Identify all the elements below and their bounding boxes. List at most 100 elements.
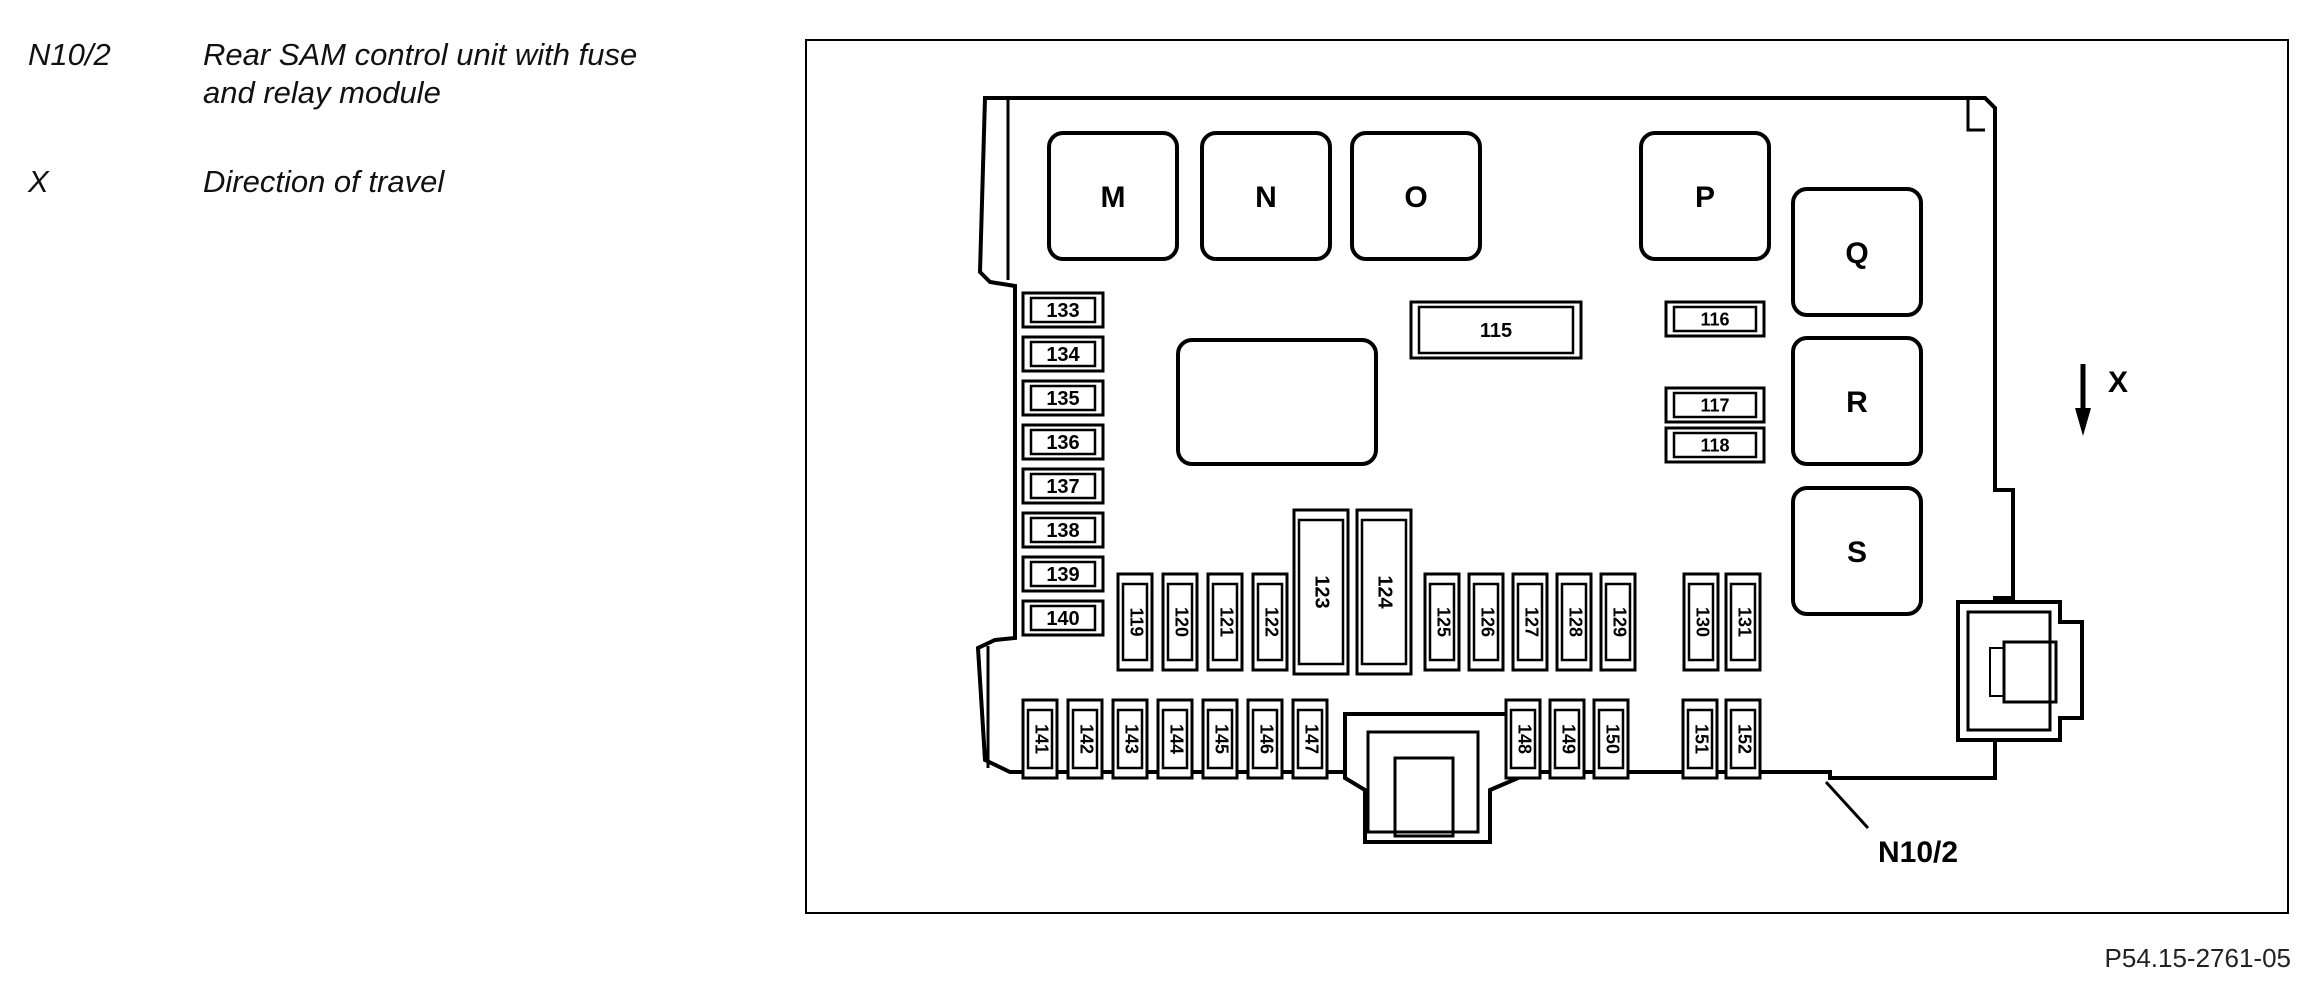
fuse-label: 126 (1477, 607, 1497, 637)
fuse-138: 138 (1021, 511, 1105, 549)
fuse-151: 151 (1681, 698, 1719, 780)
relay-q: Q (1791, 187, 1923, 317)
empty-relay-socket (1176, 338, 1378, 466)
relay-label: S (1847, 536, 1867, 569)
fuse-130: 130 (1682, 572, 1720, 672)
relay-label: M (1101, 181, 1126, 214)
housing-detail-lines (986, 98, 1985, 768)
fuse-label: 125 (1433, 607, 1453, 637)
legend-description-x: Direction of travel (203, 164, 445, 199)
fuse-label: 123 (1311, 575, 1333, 608)
fuse-label: 119 (1126, 607, 1146, 636)
fuse-label: 124 (1374, 575, 1396, 609)
fuse-label: 151 (1691, 724, 1711, 754)
fuse-label: 150 (1602, 724, 1622, 754)
relay-r: R (1791, 336, 1923, 466)
fuse-label: 145 (1211, 724, 1231, 754)
relay-m: M (1047, 131, 1179, 261)
fuse-149: 149 (1548, 698, 1586, 780)
fuse-124: 124 (1355, 508, 1413, 676)
fuse-120: 120 (1161, 572, 1199, 672)
relay-label: Q (1845, 237, 1868, 270)
fuse-152: 152 (1724, 698, 1762, 780)
relay-o: O (1350, 131, 1482, 261)
fuse-label: 143 (1121, 724, 1141, 754)
fuse-label: 133 (1046, 300, 1079, 322)
fuse-135: 135 (1021, 379, 1105, 417)
fuse-118: 118 (1664, 426, 1766, 464)
relay-n: N (1200, 131, 1332, 261)
relay-label: P (1695, 181, 1715, 214)
fuse-label: 118 (1700, 435, 1729, 455)
fuse-label: 128 (1565, 607, 1585, 637)
fuse-148: 148 (1504, 698, 1542, 780)
legend-description-n10-2: Rear SAM control unit with fuse and rela… (203, 37, 638, 110)
fuse-label: 149 (1558, 724, 1578, 754)
callout-label: N10/2 (1878, 836, 1958, 869)
fuse-142: 142 (1066, 698, 1104, 780)
fuse-131: 131 (1724, 572, 1762, 672)
relay-label: N (1255, 181, 1277, 214)
fuse-121: 121 (1206, 572, 1244, 672)
fuse-label: 146 (1256, 724, 1276, 754)
fuse-115: 115 (1409, 300, 1583, 360)
callout-leader-line (1824, 780, 1870, 830)
fuse-label: 138 (1046, 520, 1079, 542)
fuse-label: 139 (1046, 564, 1079, 586)
fuse-label: 142 (1076, 724, 1096, 754)
fuse-125: 125 (1423, 572, 1461, 672)
fuse-134: 134 (1021, 335, 1105, 373)
fuse-label: 131 (1734, 607, 1754, 637)
fuse-label: 122 (1261, 607, 1281, 637)
fuse-label: 135 (1046, 388, 1079, 410)
fuse-150: 150 (1592, 698, 1630, 780)
fuse-label: 121 (1216, 607, 1236, 637)
module-housing (975, 96, 2015, 780)
relay-p: P (1639, 131, 1771, 261)
fuse-146: 146 (1246, 698, 1284, 780)
fuse-label: 134 (1046, 344, 1080, 366)
fuse-126: 126 (1467, 572, 1505, 672)
fuse-143: 143 (1111, 698, 1149, 780)
fuse-label: 127 (1521, 607, 1541, 637)
fuse-127: 127 (1511, 572, 1549, 672)
relay-s: S (1791, 486, 1923, 616)
fuse-label: 117 (1700, 395, 1729, 415)
relay-label: O (1404, 181, 1427, 214)
fuse-145: 145 (1201, 698, 1239, 780)
fuse-136: 136 (1021, 423, 1105, 461)
fuse-147: 147 (1291, 698, 1329, 780)
fuse-label: 130 (1692, 607, 1712, 637)
fuse-137: 137 (1021, 467, 1105, 505)
legend-code-n10-2: N10/2 (28, 37, 111, 72)
fuse-122: 122 (1251, 572, 1289, 672)
fuse-141: 141 (1021, 698, 1059, 780)
fuse-label: 120 (1171, 607, 1191, 637)
fuse-label: 136 (1046, 432, 1079, 454)
fuse-label: 137 (1046, 476, 1079, 498)
fuse-139: 139 (1021, 555, 1105, 593)
fuse-label: 152 (1734, 724, 1754, 754)
fuse-123: 123 (1292, 508, 1350, 676)
fuse-128: 128 (1555, 572, 1593, 672)
relay-label: R (1846, 386, 1868, 419)
right-connector (1956, 600, 2084, 742)
fuse-label: 129 (1609, 607, 1629, 637)
fuse-label: 140 (1046, 608, 1079, 630)
fuse-label: 115 (1480, 320, 1512, 342)
fuse-label: 147 (1301, 724, 1321, 754)
fuse-label: 141 (1031, 724, 1051, 754)
fuse-129: 129 (1599, 572, 1637, 672)
fuses: 133 134 135 136 137 138 139 140 115 116 117 118 123 1… (1021, 291, 1766, 780)
fuse-144: 144 (1156, 698, 1194, 780)
fuse-133: 133 (1021, 291, 1105, 329)
fuse-119: 119 (1116, 572, 1154, 672)
legend-code-x: X (28, 164, 49, 199)
direction-of-travel-arrow (2075, 364, 2091, 436)
relays: M N O P Q R S (1047, 131, 1923, 616)
direction-label: X (2108, 366, 2128, 399)
fuse-140: 140 (1021, 599, 1105, 637)
fuse-label: 144 (1166, 724, 1186, 754)
fuse-label: 116 (1700, 309, 1729, 329)
